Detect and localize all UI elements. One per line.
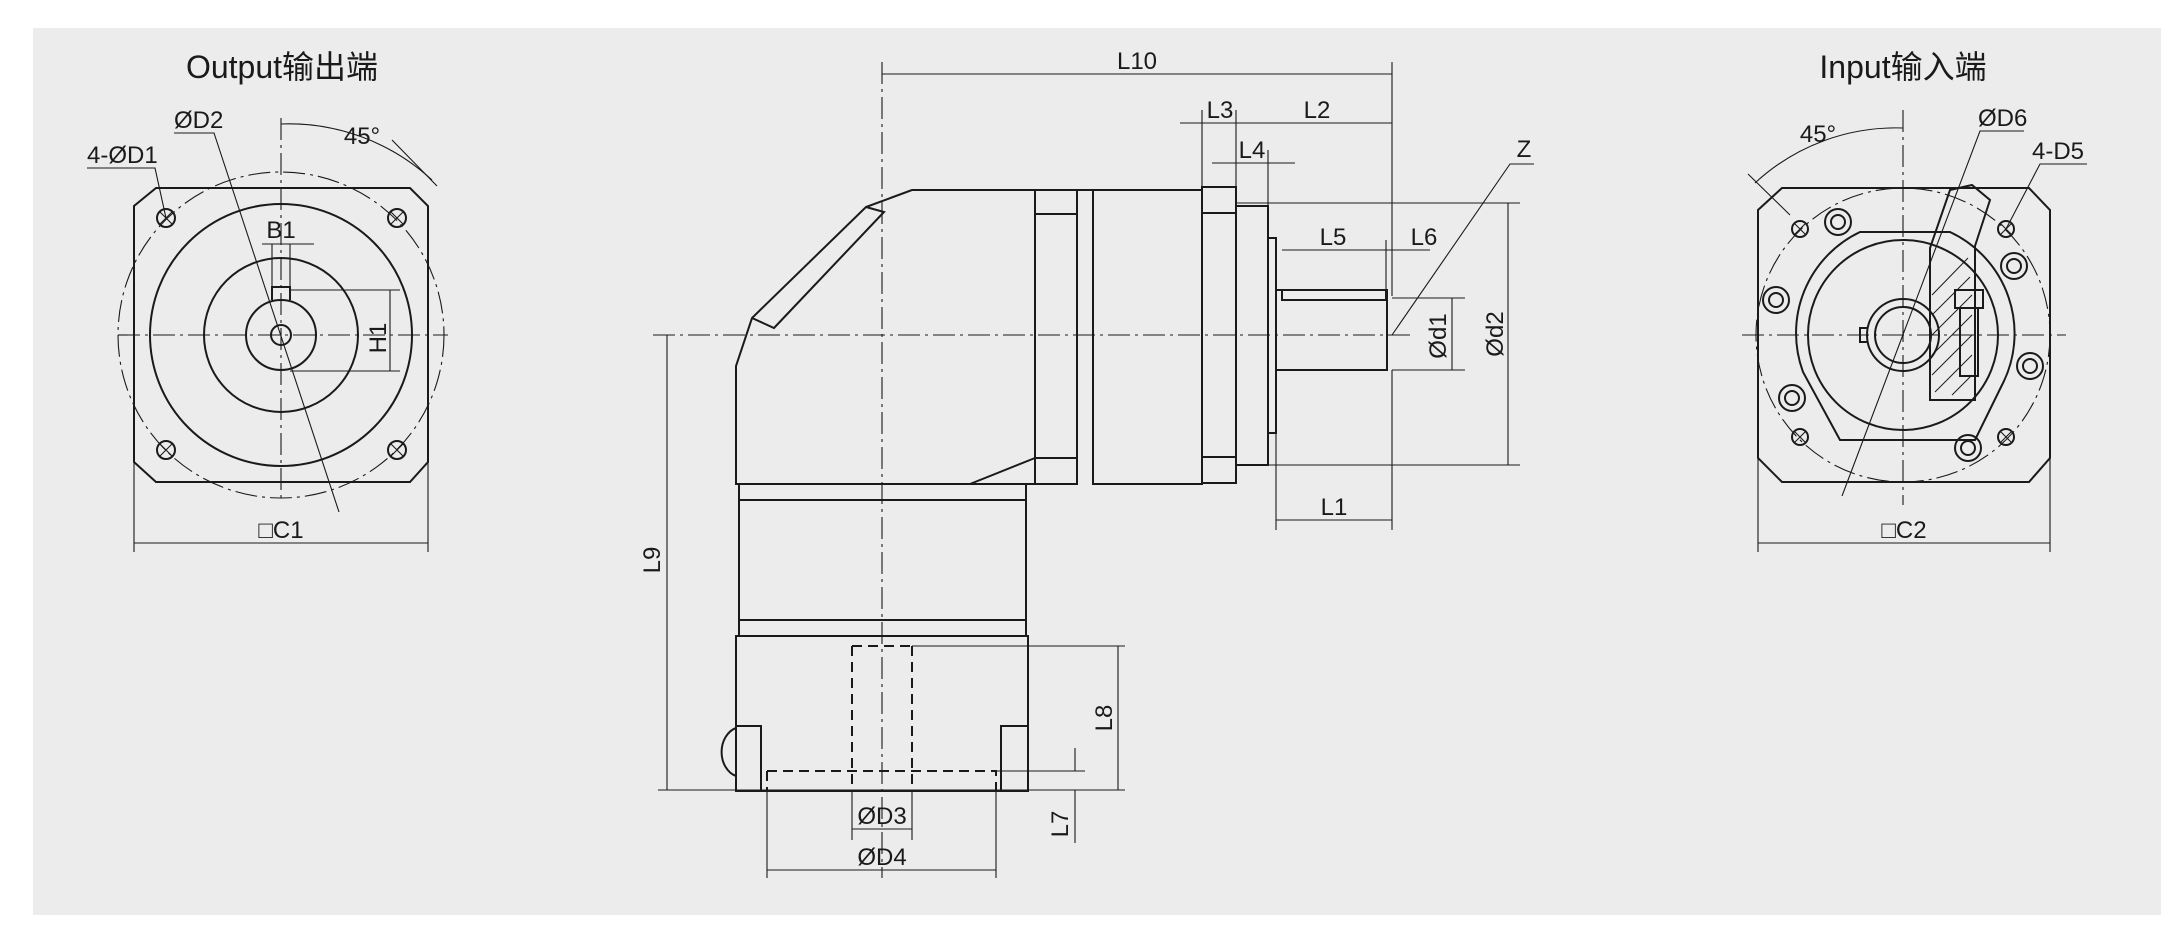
output-45-arc xyxy=(280,123,433,181)
side-view: L10 L3 L2 L4 Z L5 L6 Ød1 Ød2 L1 xyxy=(639,48,1534,878)
input-d5-label: 4-D5 xyxy=(2032,138,2084,165)
l1-label: L1 xyxy=(1321,494,1348,521)
input-view-title: Input输入端 xyxy=(1819,49,1986,85)
output-h1-label: H1 xyxy=(365,323,392,354)
output-d1-label: 4-ØD1 xyxy=(87,142,158,169)
l9-label: L9 xyxy=(639,547,666,574)
l10-label: L10 xyxy=(1117,48,1157,75)
input-c2-label: □C2 xyxy=(1881,517,1926,544)
z-leader xyxy=(1391,163,1534,336)
output-d1-leader xyxy=(87,167,167,219)
input-bolts xyxy=(1762,208,2044,462)
clamp-section xyxy=(1929,183,1992,401)
l3-label: L3 xyxy=(1207,97,1234,124)
output-view: Output输出端 45° 4-ØD1 ØD2 B1 xyxy=(87,49,448,552)
output-view-title: Output输出端 xyxy=(186,49,378,85)
input-45-arc xyxy=(1754,127,1904,184)
d3-label: ØD3 xyxy=(857,803,906,830)
clamp-hatching xyxy=(1931,257,1973,396)
input-housing-step xyxy=(736,725,1028,790)
input-45-label: 45° xyxy=(1800,121,1836,148)
clamp-screw xyxy=(1959,307,1979,377)
l8-label: L8 xyxy=(1091,705,1118,732)
output-45-extension xyxy=(391,139,438,187)
housing-bevel xyxy=(751,206,886,330)
output-shaft xyxy=(1275,289,1388,371)
output-c1-label: □C1 xyxy=(258,517,303,544)
l2-label: L2 xyxy=(1304,97,1331,124)
drawing-panel xyxy=(33,28,2161,915)
shaft-key xyxy=(1281,289,1387,301)
output-d2-leader xyxy=(174,132,340,513)
d2-label: Ød2 xyxy=(1482,311,1509,356)
gearbox-housing xyxy=(735,189,1036,485)
input-view: Input输入端 xyxy=(1742,49,2087,552)
l7-label: L7 xyxy=(1047,811,1074,838)
flange-body xyxy=(1092,189,1203,485)
l5-label: L5 xyxy=(1320,224,1347,251)
output-b1-label: B1 xyxy=(266,217,295,244)
input-d6-leader xyxy=(1841,130,2024,497)
clamp-screw-head xyxy=(1954,289,1984,309)
d1-label: Ød1 xyxy=(1425,313,1452,358)
input-d6-label: ØD6 xyxy=(1978,105,2027,132)
motor-adapter-ring xyxy=(1034,189,1078,485)
input-bore-hidden xyxy=(851,645,913,790)
output-45-label: 45° xyxy=(344,123,380,150)
output-d2-label: ØD2 xyxy=(174,107,223,134)
z-label: Z xyxy=(1517,136,1532,163)
d4-label: ØD4 xyxy=(857,844,906,871)
output-flange-plate xyxy=(1201,186,1237,484)
input-outer-contour xyxy=(1795,231,2016,441)
l6-label: L6 xyxy=(1411,224,1438,251)
l4-label: L4 xyxy=(1239,137,1266,164)
input-flange-outline xyxy=(1757,187,2051,483)
input-set-screw xyxy=(720,727,737,777)
input-d5-leader xyxy=(2005,163,2087,230)
output-flange-outline xyxy=(133,187,429,483)
